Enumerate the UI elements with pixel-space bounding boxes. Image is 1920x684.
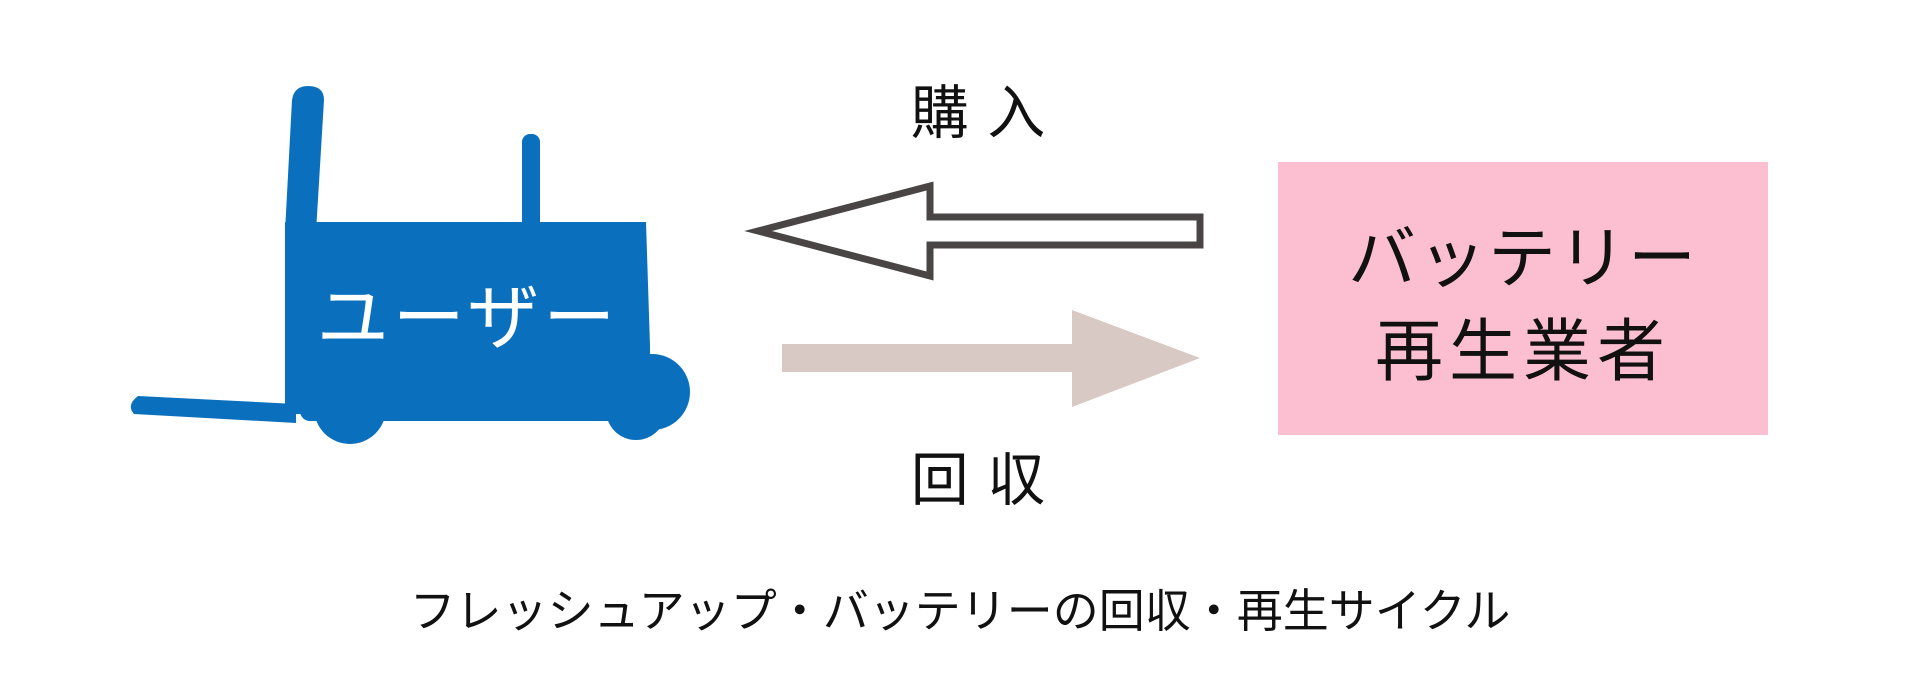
recycler-label-line1: バッテリー <box>1348 220 1698 299</box>
purchase-label: 購 入 <box>911 79 1045 147</box>
forklift-mast <box>285 86 324 232</box>
collection-label: 回 収 <box>911 446 1045 514</box>
user-label: ユーザー <box>317 276 620 360</box>
recycler-box: バッテリー 再生業者 <box>1278 162 1768 435</box>
recycler-label-line2: 再生業者 <box>1375 313 1671 392</box>
forklift-body <box>285 222 650 414</box>
purchase-arrow <box>744 181 1204 281</box>
recycler-box-background <box>1278 162 1768 435</box>
user-forklift: ユーザー <box>130 86 690 444</box>
collection-arrow <box>782 310 1200 407</box>
diagram-caption: フレッシュアップ・バッテリーの回収・再生サイクル <box>410 584 1511 638</box>
forklift-overhead-post <box>522 134 540 232</box>
forklift-base <box>300 395 640 421</box>
forklift-fork <box>130 396 296 423</box>
